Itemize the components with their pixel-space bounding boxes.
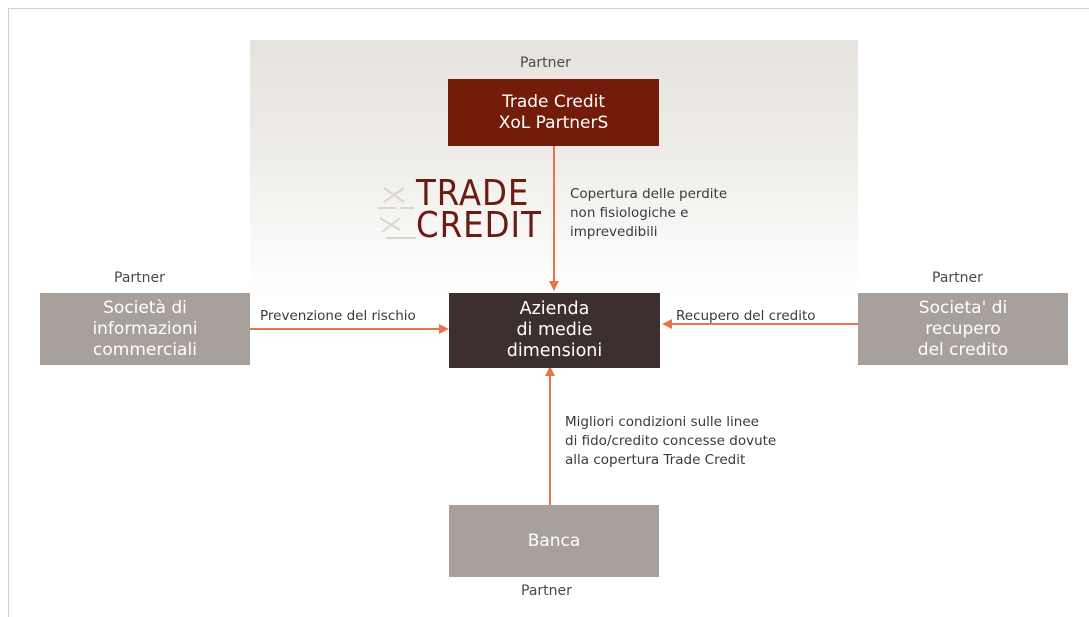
logo-text-trade: TRADE — [416, 173, 530, 214]
node-trade-credit: Trade Credit XoL PartnerS — [448, 79, 659, 146]
node-societa-recupero-label: Societa' di recupero del credito — [917, 297, 1009, 360]
node-banca: Banca — [449, 505, 659, 577]
node-azienda-label: Azienda di medie dimensioni — [506, 299, 603, 361]
node-banca-label: Banca — [527, 530, 581, 551]
node-societa-informazioni-label: Società di informazioni commerciali — [92, 297, 198, 360]
frame-border-top — [8, 8, 1089, 9]
edge-caption-top: Copertura delle perdite non fisiologiche… — [570, 186, 728, 240]
logo-text-credit: CREDIT — [416, 205, 542, 246]
partner-label-left: Partner — [114, 270, 165, 286]
node-azienda: Azienda di medie dimensioni — [449, 293, 660, 368]
edge-caption-bottom: Migliori condizioni sulle linee di fido/… — [565, 414, 777, 468]
edge-caption-right: Recupero del credito — [676, 308, 816, 324]
partner-label-right: Partner — [932, 270, 983, 286]
node-societa-recupero: Societa' di recupero del credito — [858, 293, 1068, 365]
frame-border-left — [8, 8, 9, 617]
logo-mark-icon — [378, 187, 416, 239]
trade-credit-logo: TRADE CREDIT — [370, 173, 542, 248]
node-trade-credit-label: Trade Credit XoL PartnerS — [498, 91, 609, 133]
partner-label-top: Partner — [520, 55, 571, 71]
edge-caption-left: Prevenzione del rischio — [260, 308, 416, 324]
node-societa-informazioni: Società di informazioni commerciali — [40, 293, 250, 365]
partner-label-bottom: Partner — [521, 583, 572, 599]
